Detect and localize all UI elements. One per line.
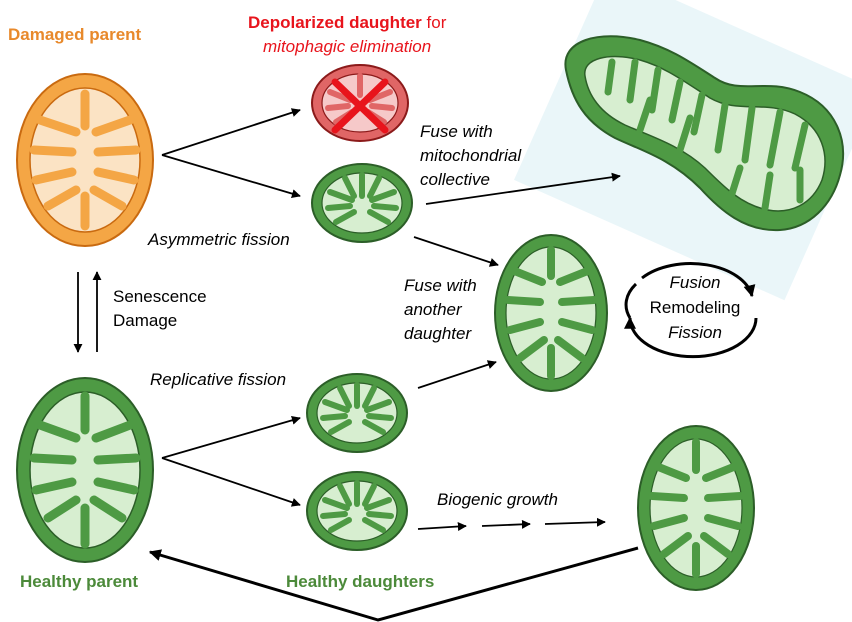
healthy-parent-label: Healthy parent: [20, 571, 138, 593]
arrow-biogenic-3: [545, 522, 605, 524]
fission-label: Fission: [640, 322, 750, 344]
fusion-label: Fusion: [640, 272, 750, 294]
biogenic-growth-label: Biogenic growth: [437, 489, 558, 511]
depolarized-daughter-mitochondrion: [312, 65, 408, 141]
fuse-daughter-line3: daughter: [404, 323, 471, 345]
damaged-parent-label: Damaged parent: [8, 24, 141, 46]
healthy-daughters-label: Healthy daughters: [286, 571, 434, 593]
arrow-replicative-down: [162, 458, 300, 505]
remodeling-label: Remodeling: [632, 297, 758, 319]
healthy-daughter-asymmetric: [312, 164, 412, 242]
arrow-asymmetric-up: [162, 110, 300, 155]
arrow-to-fused-daughter-1: [414, 237, 498, 265]
asymmetric-fission-label: Asymmetric fission: [148, 229, 290, 251]
healthy-daughter-2: [307, 472, 407, 550]
depolarized-title: Depolarized daughter for: [248, 12, 446, 34]
mitophagic-label: mitophagic elimination: [263, 36, 431, 58]
depolarized-bold-label: Depolarized daughter: [248, 13, 422, 32]
arrow-replicative-up: [162, 418, 300, 458]
damaged-parent-mitochondrion: [17, 74, 153, 246]
arrow-biogenic-1: [418, 526, 466, 529]
arrow-asymmetric-down: [162, 155, 300, 196]
fuse-daughter-line1: Fuse with: [404, 275, 477, 297]
fuse-collective-line2: mitochondrial: [420, 145, 521, 167]
grown-mitochondrion: [638, 426, 754, 590]
healthy-parent-mitochondrion: [17, 378, 153, 562]
damage-label: Damage: [113, 310, 177, 332]
senescence-label: Senescence: [113, 286, 207, 308]
arrow-to-fused-daughter-2: [418, 362, 496, 388]
fuse-collective-line3: collective: [420, 169, 490, 191]
fuse-collective-line1: Fuse with: [420, 121, 493, 143]
fuse-daughter-line2: another: [404, 299, 462, 321]
fused-daughter-mitochondrion: [495, 235, 607, 391]
depolarized-for-label: for: [427, 13, 447, 32]
arrow-biogenic-2: [482, 524, 530, 526]
replicative-fission-label: Replicative fission: [150, 369, 286, 391]
healthy-daughter-1: [307, 374, 407, 452]
